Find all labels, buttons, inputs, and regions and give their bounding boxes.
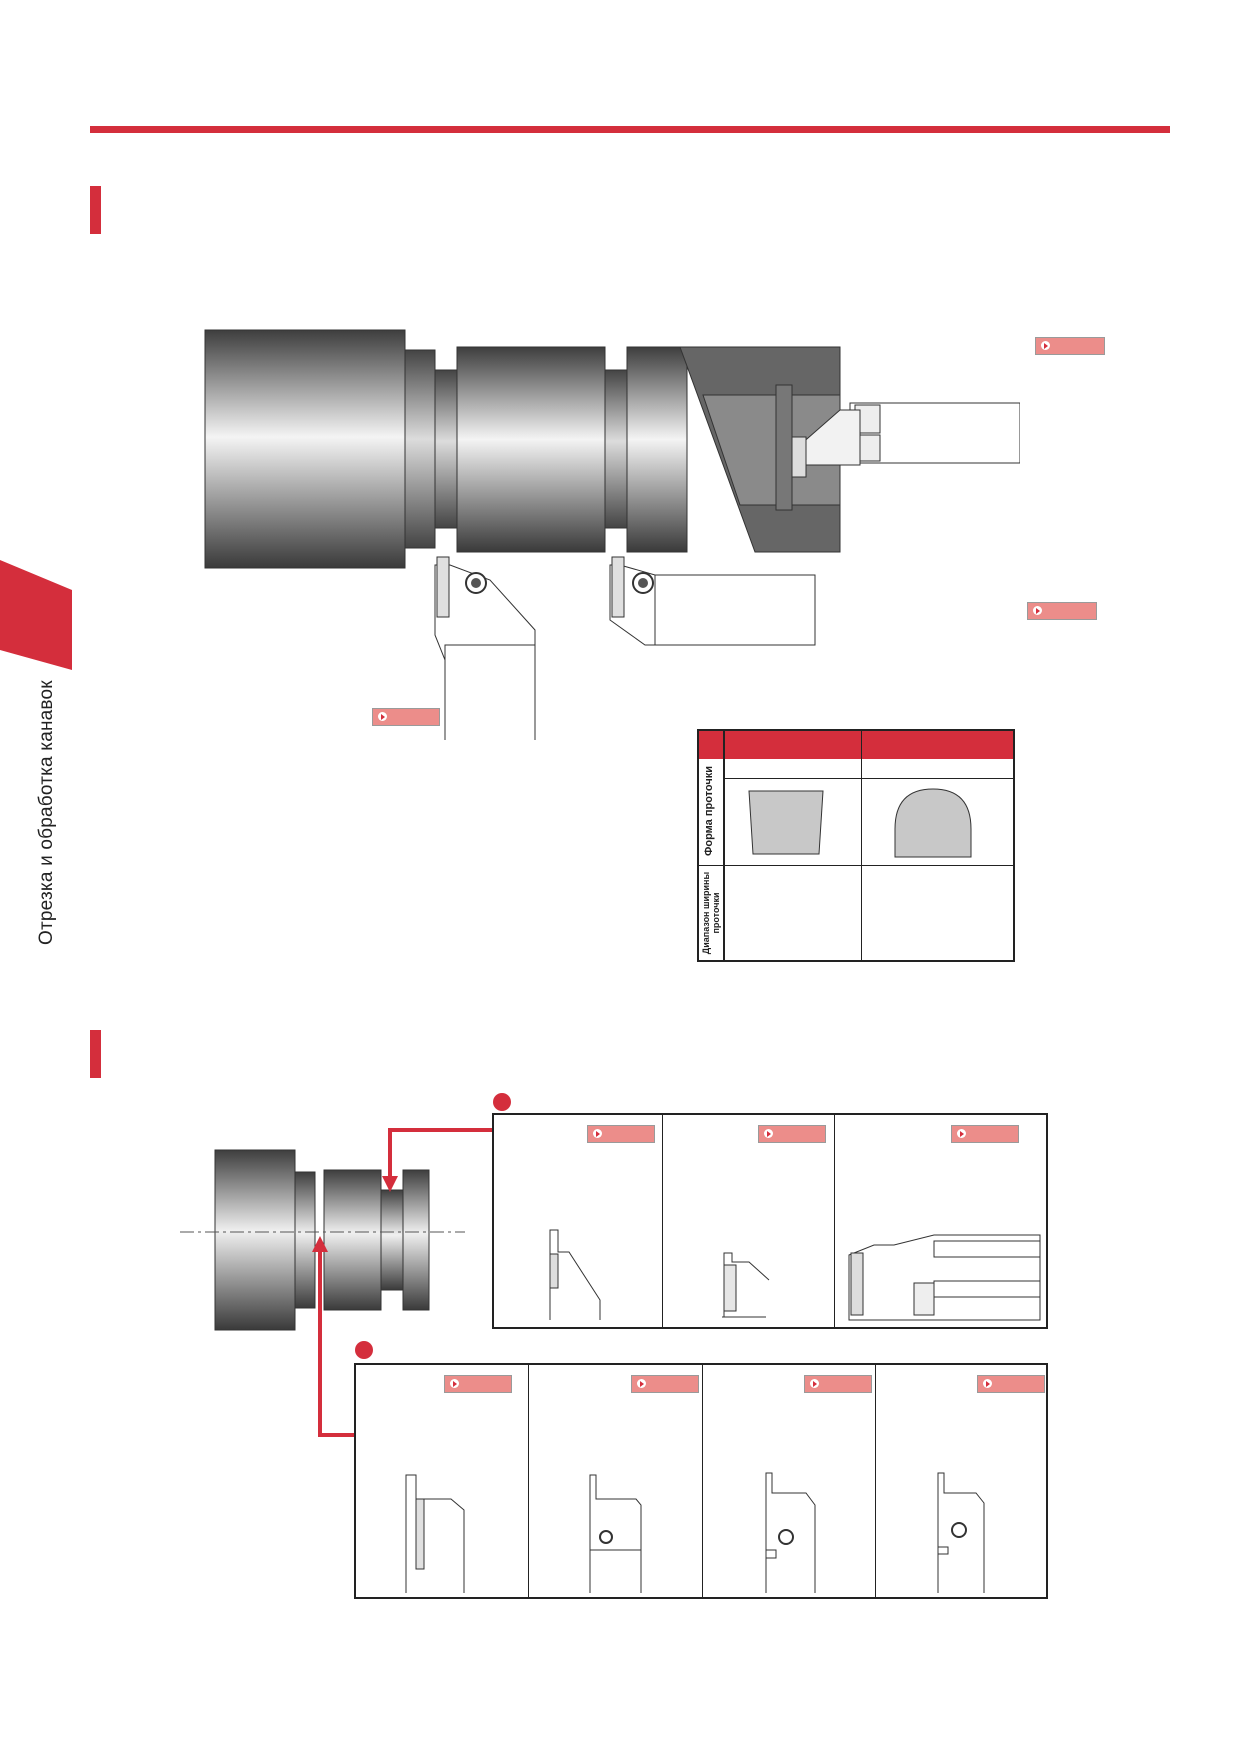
red-dot-icon xyxy=(493,1093,511,1111)
page-arrow-icon[interactable] xyxy=(758,1125,826,1143)
page-arrow-icon[interactable] xyxy=(1027,602,1097,620)
side-tab xyxy=(0,560,72,670)
internal-tools-panel xyxy=(492,1113,1048,1329)
external-tools-panel xyxy=(354,1363,1048,1599)
row-label-groove-shape: Форма проточки xyxy=(703,766,715,856)
section-marker-1 xyxy=(90,186,101,234)
turning-operations-illustration xyxy=(204,329,1020,740)
workpiece-end-section xyxy=(626,346,688,553)
external-tools-drawings xyxy=(405,1472,985,1593)
workpiece-groove-2 xyxy=(604,369,628,529)
row-label-groove-width-range: Диапазон ширины проточки xyxy=(701,871,721,955)
square-groove-shape xyxy=(748,790,824,855)
page-arrow-icon[interactable] xyxy=(977,1375,1045,1393)
page-arrow-icon[interactable] xyxy=(631,1375,699,1393)
page-arrow-icon[interactable] xyxy=(951,1125,1019,1143)
workpiece-chuck-section xyxy=(204,329,406,569)
page-arrow-icon[interactable] xyxy=(444,1375,512,1393)
side-tab-label: Отрезка и обработка канавок xyxy=(36,680,57,945)
page-arrow-icon[interactable] xyxy=(804,1375,872,1393)
groove-shape-illustrations xyxy=(748,788,972,858)
workpiece-groove-1 xyxy=(434,369,458,529)
workpiece-step-1 xyxy=(404,349,436,549)
page-arrow-icon[interactable] xyxy=(1035,337,1105,355)
groove-position-workpiece xyxy=(180,1149,465,1331)
section-marker-2 xyxy=(90,1030,101,1078)
table-header-row xyxy=(699,731,1013,759)
header-rule xyxy=(90,126,1170,133)
page-arrow-icon[interactable] xyxy=(587,1125,655,1143)
workpiece-middle-section xyxy=(456,346,606,553)
external-grooving-tool-2 xyxy=(609,556,816,646)
table-subheader-row xyxy=(725,759,1013,779)
page-arrow-icon[interactable] xyxy=(372,708,440,726)
groove-shape-table: Форма проточки Диапазон ширины проточки xyxy=(697,729,1015,962)
red-dot-icon xyxy=(355,1341,373,1359)
external-grooving-tool-1 xyxy=(434,556,536,740)
round-groove-shape xyxy=(894,788,972,858)
internal-tools-drawings xyxy=(549,1229,1041,1321)
connector-arrows xyxy=(312,1128,498,1437)
